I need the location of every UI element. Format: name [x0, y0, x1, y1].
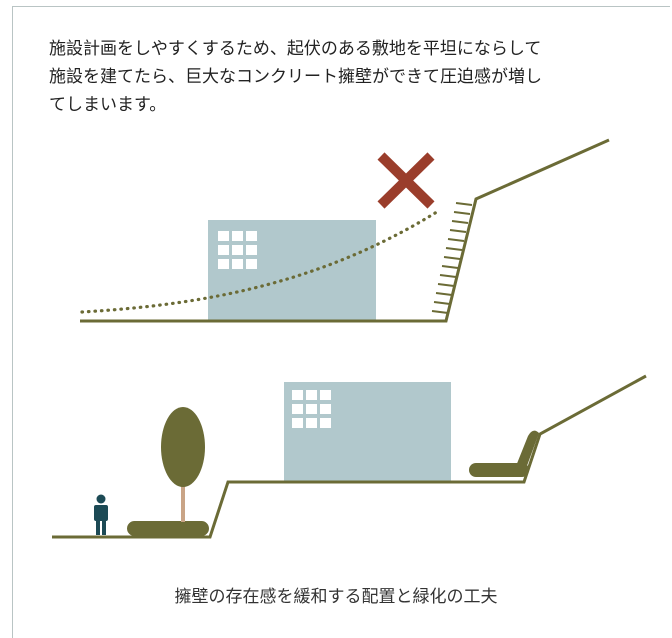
- good-example-scene: [52, 374, 647, 539]
- window-grid-bottom: [292, 390, 331, 428]
- person-icon: [94, 494, 108, 535]
- intro-line-1: 施設計画をしやすくするため、起伏のある敷地を平坦にならして: [49, 39, 542, 59]
- window-grid-top: [218, 231, 257, 269]
- diagram-caption: 擁壁の存在感を緩和する配置と緑化の工夫: [174, 587, 498, 607]
- cross-icon: [377, 152, 435, 209]
- intro-line-2: 施設を建てたら、巨大なコンクリート擁壁ができて圧迫感が増し: [49, 67, 542, 87]
- terrain-line-bottom: [52, 374, 647, 539]
- original-slope-dotted-line: [80, 208, 442, 314]
- panel-frame: [12, 6, 670, 638]
- slope-planting-right: [512, 430, 539, 476]
- terrain-line-top: [80, 138, 610, 323]
- retaining-wall-hatch: [431, 202, 473, 314]
- hedge-planting-left: [127, 521, 209, 536]
- bad-example-scene: [80, 138, 610, 323]
- tree-icon: [161, 407, 205, 522]
- intro-line-3: てしまいます。: [49, 95, 167, 115]
- intro-text: 施設計画をしやすくするため、起伏のある敷地を平坦にならして 施設を建てたら、巨大…: [49, 35, 639, 119]
